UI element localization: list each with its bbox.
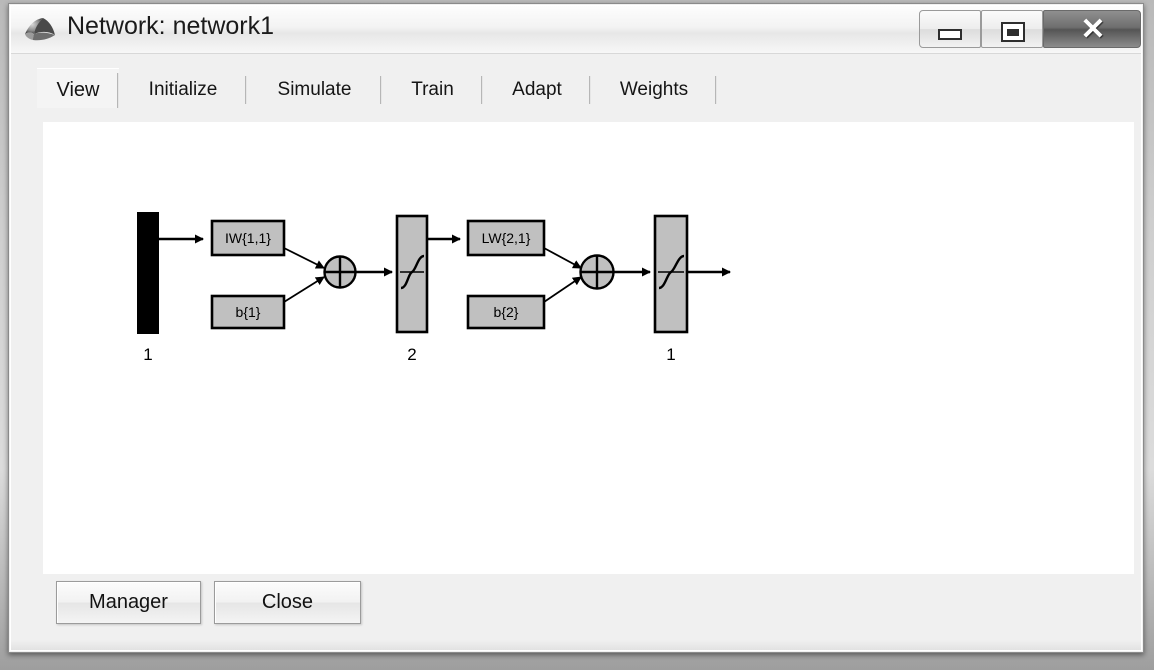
window-bottom-edge <box>11 640 1141 650</box>
close-button-label: Close <box>261 591 314 613</box>
tab-separator <box>481 76 483 104</box>
input-block <box>137 212 159 334</box>
tab-separator <box>245 76 247 104</box>
tab-adapt[interactable]: Adapt <box>483 72 591 108</box>
manager-button[interactable]: Manager <box>56 581 201 624</box>
tab-label: Weights <box>619 79 689 100</box>
transfer-function-block-1 <box>395 214 429 334</box>
tab-label: Adapt <box>512 79 562 100</box>
tab-separator <box>589 76 591 104</box>
close-icon: ✕ <box>1080 12 1106 46</box>
tab-weights[interactable]: Weights <box>591 72 717 108</box>
tab-view[interactable]: View <box>37 68 119 112</box>
iw-block <box>210 219 286 257</box>
b2-block <box>466 294 546 330</box>
input-size-label: 1 <box>143 345 152 364</box>
minimize-button[interactable] <box>919 10 981 48</box>
minimize-icon <box>938 29 962 40</box>
matlab-membrane-icon <box>23 15 57 45</box>
tab-label: Train <box>411 79 454 100</box>
tab-label: Simulate <box>277 79 352 100</box>
tab-train[interactable]: Train <box>382 72 483 108</box>
manager-button-label: Manager <box>89 591 168 613</box>
tab-strip: View Initialize Simulate Train Adapt Wei… <box>29 68 1129 112</box>
iw-label: IW{1,1} <box>225 230 271 246</box>
b1-label: b{1} <box>236 304 261 320</box>
b1-to-sum1-arrow <box>283 276 325 303</box>
b2-to-sum2-arrow <box>543 276 582 303</box>
title-bar: Network: network1 ✕ <box>11 6 1141 54</box>
network-diagram-canvas: 1 IW{1,1} b{1} <box>43 122 1134 574</box>
tab-separator <box>380 76 382 104</box>
tab-content-panel: 1 IW{1,1} b{1} <box>23 108 1134 580</box>
lw-to-sum2-arrow <box>543 247 582 269</box>
tab-simulate[interactable]: Simulate <box>247 72 382 108</box>
b2-label: b{2} <box>494 304 519 320</box>
tab-initialize[interactable]: Initialize <box>119 72 247 108</box>
iw-to-sum1-arrow <box>283 247 325 269</box>
network-architecture-diagram: 1 IW{1,1} b{1} <box>137 212 731 364</box>
close-button[interactable]: Close <box>214 581 361 624</box>
tab-separator <box>117 73 119 108</box>
tab-separator <box>715 76 717 104</box>
sigmoid-curve-icon-2 <box>658 254 685 290</box>
lw-label: LW{2,1} <box>482 230 531 246</box>
transfer-function-block-2 <box>653 214 689 334</box>
sigmoid-curve-icon-1 <box>400 254 425 290</box>
layer1-size-label: 2 <box>407 345 416 364</box>
layer2-size-label: 1 <box>666 345 675 364</box>
lw-block <box>466 219 546 257</box>
tab-label: Initialize <box>148 79 218 100</box>
close-window-button[interactable]: ✕ <box>1043 10 1141 48</box>
b1-block <box>210 294 286 330</box>
window-title: Network: network1 <box>67 12 275 40</box>
maximize-icon <box>1001 22 1025 42</box>
maximize-button[interactable] <box>981 10 1043 48</box>
network-window: Network: network1 ✕ View Initialize Simu… <box>8 3 1144 653</box>
tab-label: View <box>56 79 100 101</box>
